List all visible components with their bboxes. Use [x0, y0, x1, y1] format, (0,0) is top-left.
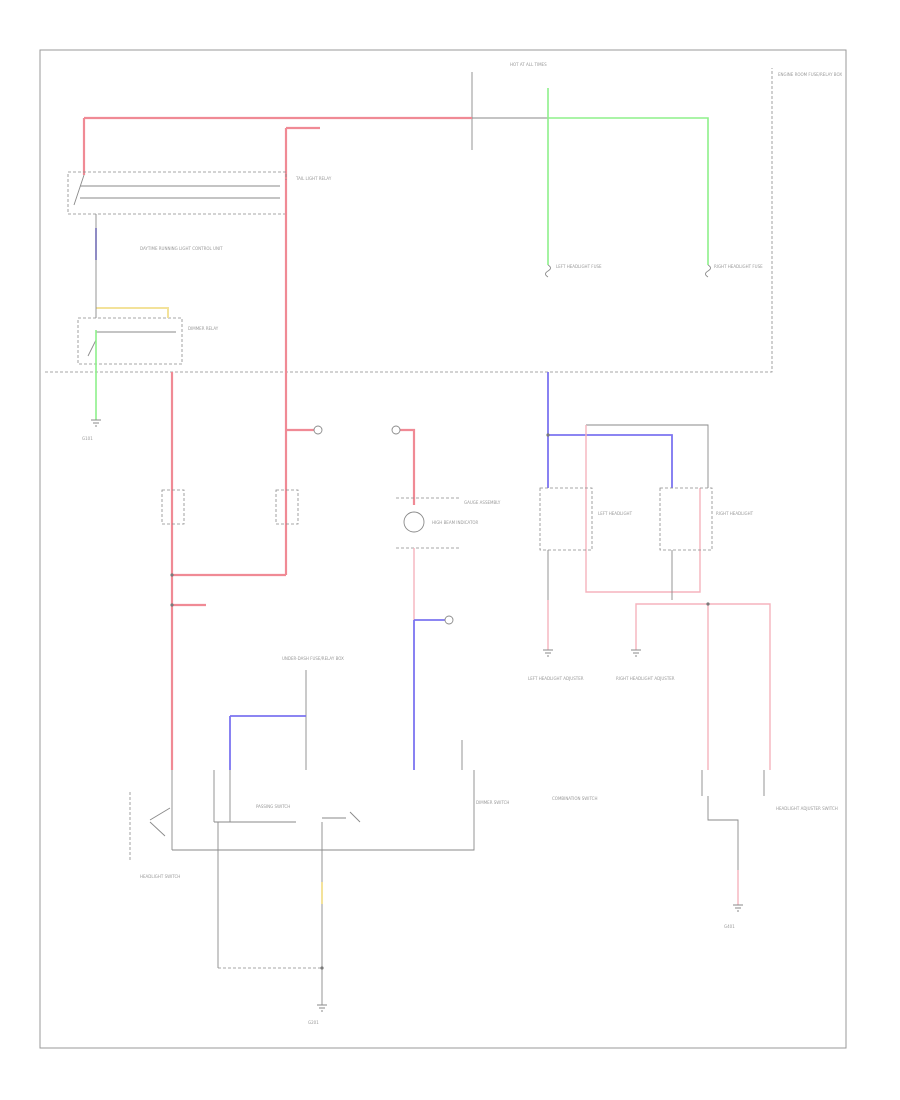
adjuster-switch-symbol: [701, 770, 765, 796]
junction-dot-b: [170, 603, 174, 607]
dimmer-relay-switch: [87, 339, 97, 357]
label-gauge-assembly: GAUGE ASSEMBLY: [464, 500, 501, 505]
fuse-box-boundary: [45, 68, 773, 373]
wire-blue-left-headlight: [547, 372, 673, 488]
wire-red-top-feed: [82, 116, 472, 175]
label-left-headlight-fuse: LEFT HEADLIGHT FUSE: [556, 264, 602, 269]
junction-dot-d: [706, 602, 710, 606]
label-headlight-switch: HEADLIGHT SWITCH: [140, 874, 180, 879]
junction-dot-a: [170, 573, 174, 577]
wire-pink-adjuster: [708, 603, 771, 770]
label-high-beam-indicator: HIGH BEAM INDICATOR: [432, 520, 479, 525]
label-right-headlight-adjuster: RIGHT HEADLIGHT ADJUSTER: [616, 676, 675, 681]
label-hot-at-all-times: HOT AT ALL TIMES: [510, 62, 547, 67]
gauge-assembly-boundary: [396, 497, 460, 549]
passing-dimmer-switch: [213, 770, 296, 823]
label-ground-g101: G101: [82, 436, 93, 441]
label-ground-g201: G201: [308, 1020, 319, 1025]
wire-yellow-relay: [96, 307, 169, 318]
ground-g101-symbol: [91, 419, 101, 427]
right-headlight-box: [659, 487, 713, 551]
wire-red-to-indicator: [400, 428, 416, 505]
junction-dot-c: [546, 433, 550, 437]
right-headlight-fuse-block: [275, 489, 299, 525]
tail-light-relay-switch: [73, 174, 85, 206]
label-left-headlight-adjuster: LEFT HEADLIGHT ADJUSTER: [528, 676, 584, 681]
label-right-headlight: RIGHT HEADLIGHT: [716, 511, 754, 516]
dimmer-switch-lever: [322, 811, 361, 823]
label-drl-control-unit: DAYTIME RUNNING LIGHT CONTROL UNIT: [140, 246, 223, 251]
label-headlight-adjuster-switch: HEADLIGHT ADJUSTER SWITCH: [776, 806, 838, 811]
wire-pink-ground-right: [635, 603, 708, 650]
label-passing-switch: PASSING SWITCH: [256, 804, 290, 809]
wire-blue-underdash: [229, 715, 306, 770]
label-tail-light-relay: TAIL LIGHT RELAY: [295, 176, 332, 181]
diagram-border: [39, 49, 847, 1049]
ground-left-headlight-symbol: [543, 649, 553, 657]
wire-red-to-relay: [284, 126, 320, 180]
left-headlight-box: [539, 487, 593, 551]
ground-g201-symbol: [317, 1004, 327, 1012]
gauge-connector-symbol: [444, 615, 454, 625]
wire-gray-right-feed: [586, 424, 709, 488]
label-left-headlight: LEFT HEADLIGHT: [598, 511, 633, 516]
junction-dot-e: [320, 966, 324, 970]
label-dimmer-switch: DIMMER SWITCH: [476, 800, 509, 805]
label-under-dash-fuse: UNDER-DASH FUSE/RELAY BOX: [282, 656, 344, 661]
label-dimmer-relay: DIMMER RELAY: [188, 326, 219, 331]
label-combination-switch: COMBINATION SWITCH: [552, 796, 597, 801]
wire-pink-loop: [585, 425, 701, 593]
ground-g401-symbol: [733, 904, 743, 912]
drl-connector-b: [391, 425, 401, 435]
ground-right-headlight-symbol: [631, 649, 641, 657]
wire-gray-adjuster-loop: [707, 796, 739, 870]
headlight-fuse-left-symbol: [545, 264, 551, 278]
tail-light-relay-box: [67, 171, 287, 215]
drl-connector-a: [313, 425, 323, 435]
left-headlight-fuse-block: [161, 489, 185, 525]
label-right-headlight-fuse: RIGHT HEADLIGHT FUSE: [714, 264, 763, 269]
wire-green-right-fuse: [548, 117, 709, 265]
switch-bus-line: [171, 770, 475, 851]
label-engine-room-fuse: ENGINE ROOM FUSE/RELAY BOX: [778, 72, 842, 77]
headlight-switch-lever: [149, 807, 171, 837]
high-beam-indicator-bulb: [403, 511, 425, 533]
dimmer-relay-box: [77, 317, 183, 365]
headlight-fuse-right-symbol: [705, 264, 711, 278]
label-ground-g401: G401: [724, 924, 735, 929]
